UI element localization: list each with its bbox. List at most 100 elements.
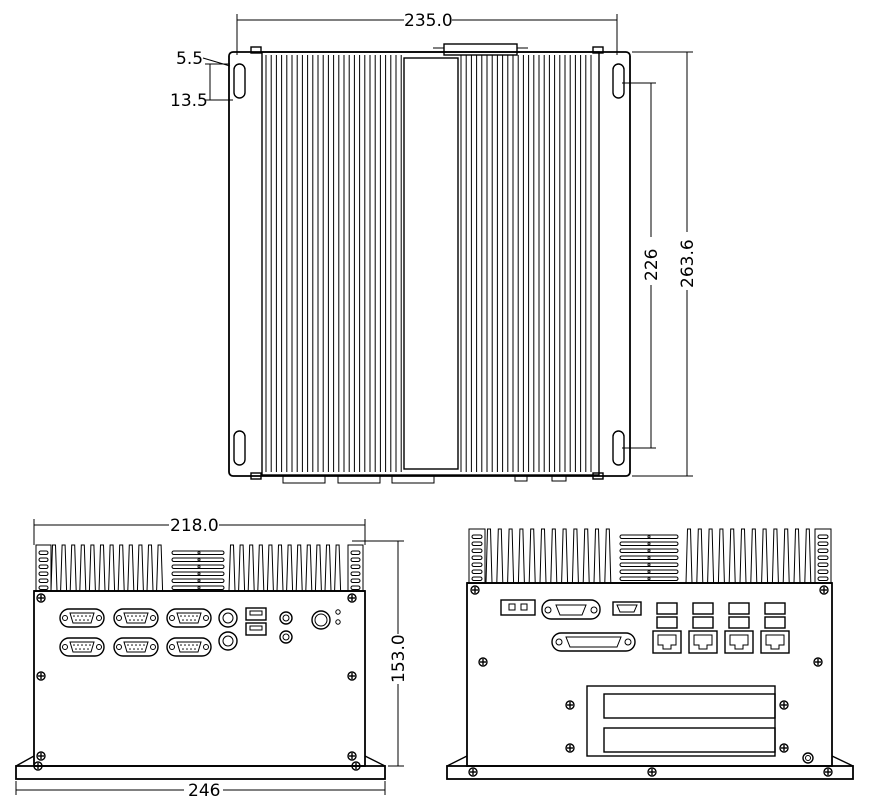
audio-jack-1[interactable] — [279, 611, 293, 625]
fin-shape — [517, 528, 525, 584]
usb-port-stack-3[interactable] — [728, 602, 750, 629]
top-view: 235.0 5.5 13.5 226 263.6 — [170, 11, 698, 484]
fin-shape — [146, 544, 154, 592]
fin-shape — [60, 544, 68, 592]
fin-shape — [334, 544, 342, 592]
screw-icon — [565, 743, 575, 753]
vent-slot — [619, 576, 651, 581]
vent-slot — [817, 569, 829, 574]
dim-front-height: 153.0 — [389, 634, 409, 683]
screw-icon — [813, 657, 823, 667]
expansion-slot-bracket-2[interactable] — [603, 727, 776, 753]
front-base-plate — [15, 765, 386, 780]
fin-shape — [550, 528, 558, 584]
vent-slot — [619, 534, 651, 539]
power-button[interactable] — [311, 610, 331, 630]
screw-icon — [36, 593, 46, 603]
fin-shape — [571, 528, 579, 584]
fin-shape — [707, 528, 715, 584]
front-fins — [35, 544, 364, 592]
serial-port-3[interactable] — [166, 608, 212, 628]
vent-slot — [171, 571, 201, 576]
fin-shape — [314, 544, 322, 592]
top-center-channel — [403, 57, 459, 470]
vent-slot — [817, 576, 829, 581]
vent-slot — [471, 569, 483, 574]
serial-port-6[interactable] — [166, 637, 212, 657]
top-corner-screws — [250, 46, 604, 480]
fin-shape — [156, 544, 164, 592]
serial-port-2[interactable] — [113, 608, 159, 628]
usb-port-2[interactable] — [245, 622, 267, 636]
hdmi-port[interactable] — [612, 601, 642, 616]
vent-slot — [471, 562, 483, 567]
vent-slot — [619, 548, 651, 553]
fin-shape — [696, 528, 704, 584]
lan-port-4[interactable] — [760, 630, 790, 654]
screw-icon — [351, 761, 361, 771]
fin-shape — [69, 544, 77, 592]
expansion-slot-bracket-1[interactable] — [603, 693, 776, 719]
audio-jack-2[interactable] — [279, 630, 293, 644]
fin-shape — [728, 528, 736, 584]
dc-power-jack[interactable] — [500, 599, 536, 616]
rear-dc-jack — [500, 599, 536, 616]
serial-port-4[interactable] — [59, 637, 105, 657]
usb-port-1[interactable] — [245, 607, 267, 621]
vent-slot — [350, 550, 361, 555]
vent-slot — [647, 541, 679, 546]
vent-slot — [471, 541, 483, 546]
lan-port-3[interactable] — [724, 630, 754, 654]
ps2-port-1[interactable] — [218, 608, 238, 628]
usb-port-stack-2[interactable] — [692, 602, 714, 629]
lan-port-1[interactable] — [652, 630, 682, 654]
vent-slot — [171, 564, 201, 569]
fin-shape — [266, 544, 274, 592]
screw-icon — [468, 767, 478, 777]
vent-slot — [171, 578, 201, 583]
vent-slot — [817, 555, 829, 560]
screw-icon — [647, 767, 657, 777]
vent-slot — [471, 555, 483, 560]
fin-shape — [247, 544, 255, 592]
serial-port-1[interactable] — [59, 608, 105, 628]
vent-slot — [171, 557, 201, 562]
vga-port[interactable] — [541, 599, 601, 620]
top-front-connector-stubs — [282, 474, 567, 484]
screw-icon — [33, 761, 43, 771]
vent-slot — [38, 550, 49, 555]
vent-slot — [619, 562, 651, 567]
usb-port-stack-1[interactable] — [656, 602, 678, 629]
usb-port-stack-4[interactable] — [764, 602, 786, 629]
screw-icon — [36, 751, 46, 761]
vent-slot — [197, 571, 225, 576]
vent-slot — [350, 564, 361, 569]
vent-slot — [197, 564, 225, 569]
dim-slot-width: 5.5 — [176, 49, 203, 69]
screw-icon — [36, 671, 46, 681]
dimension-slot — [202, 57, 233, 101]
fin-shape — [593, 528, 601, 584]
rear-usb-lan-ports — [652, 602, 790, 654]
fin-shape — [761, 528, 769, 584]
fin-shape — [324, 544, 332, 592]
screw-icon — [819, 585, 829, 595]
ps2-port-2[interactable] — [218, 631, 238, 651]
parallel-port[interactable] — [551, 632, 636, 652]
front-view: 218.0 153.0 246 — [15, 516, 409, 798]
screw-icon — [779, 700, 789, 710]
screw-icon — [347, 751, 357, 761]
fin-shape — [528, 528, 536, 584]
dimension-153 — [352, 540, 404, 767]
front-ps2-ports — [218, 608, 238, 651]
dimension-226 — [622, 82, 656, 449]
serial-port-5[interactable] — [113, 637, 159, 657]
lan-port-2[interactable] — [688, 630, 718, 654]
fin-shape — [561, 528, 569, 584]
screw-icon — [823, 767, 833, 777]
screw-icon — [347, 671, 357, 681]
vent-slot — [38, 557, 49, 562]
vent-slot — [38, 571, 49, 576]
fin-shape — [685, 528, 693, 584]
fin-shape — [539, 528, 547, 584]
